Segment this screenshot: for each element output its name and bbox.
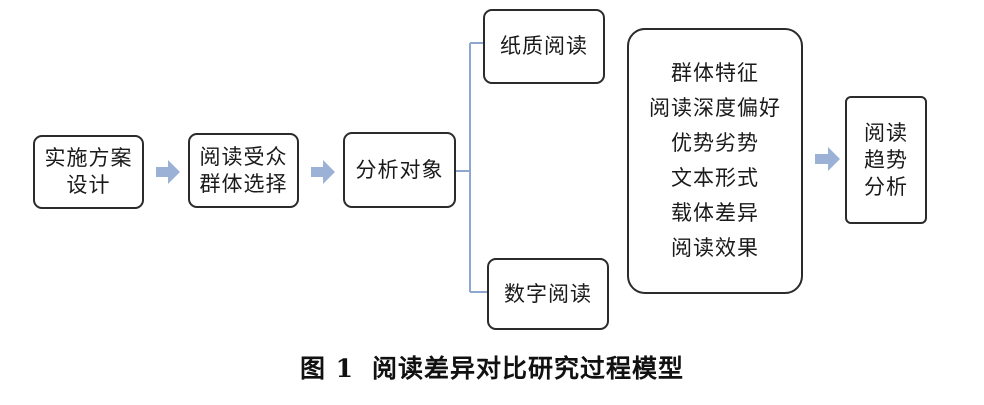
node-label: 群体选择: [199, 171, 288, 196]
node-label: 阅读受众: [199, 144, 288, 169]
dimension-label: 文本形式: [671, 166, 759, 190]
node-label: 纸质阅读: [500, 34, 588, 58]
arrow-design-to-audience: [156, 160, 180, 184]
dimension-label: 优势劣势: [671, 131, 759, 155]
node-label: 趋势: [864, 147, 908, 172]
figure-caption: 图 1 阅读差异对比研究过程模型: [0, 349, 984, 385]
node-analysis-objects: 分析对象: [343, 132, 456, 208]
arrow-audience-to-objects: [311, 160, 335, 184]
dimension-label: 载体差异: [671, 201, 759, 225]
node-label: 阅读: [864, 120, 908, 145]
dimension-label: 阅读效果: [671, 236, 759, 260]
node-paper-reading: 纸质阅读: [483, 9, 605, 84]
node-digital-reading: 数字阅读: [487, 258, 609, 330]
node-label: 分析对象: [355, 157, 444, 182]
node-label: 分析: [864, 174, 908, 199]
node-label: 数字阅读: [504, 281, 592, 306]
figure-number: 图 1: [299, 354, 355, 383]
node-label: 实施方案: [44, 146, 133, 170]
node-label: 设计: [66, 173, 111, 197]
node-comparison-dimensions: 群体特征 阅读深度偏好 优势劣势 文本形式 载体差异 阅读效果: [627, 28, 803, 294]
arrow-dimensions-to-trend: [815, 147, 840, 171]
node-audience-selection: 阅读受众 群体选择: [188, 133, 299, 208]
dimension-label: 阅读深度偏好: [649, 96, 781, 120]
node-trend-analysis: 阅读 趋势 分析: [845, 96, 927, 224]
dimension-label: 群体特征: [671, 61, 759, 85]
figure-title: 阅读差异对比研究过程模型: [372, 354, 685, 383]
branch-connector: [456, 42, 487, 293]
node-plan-design: 实施方案 设计: [33, 135, 144, 209]
